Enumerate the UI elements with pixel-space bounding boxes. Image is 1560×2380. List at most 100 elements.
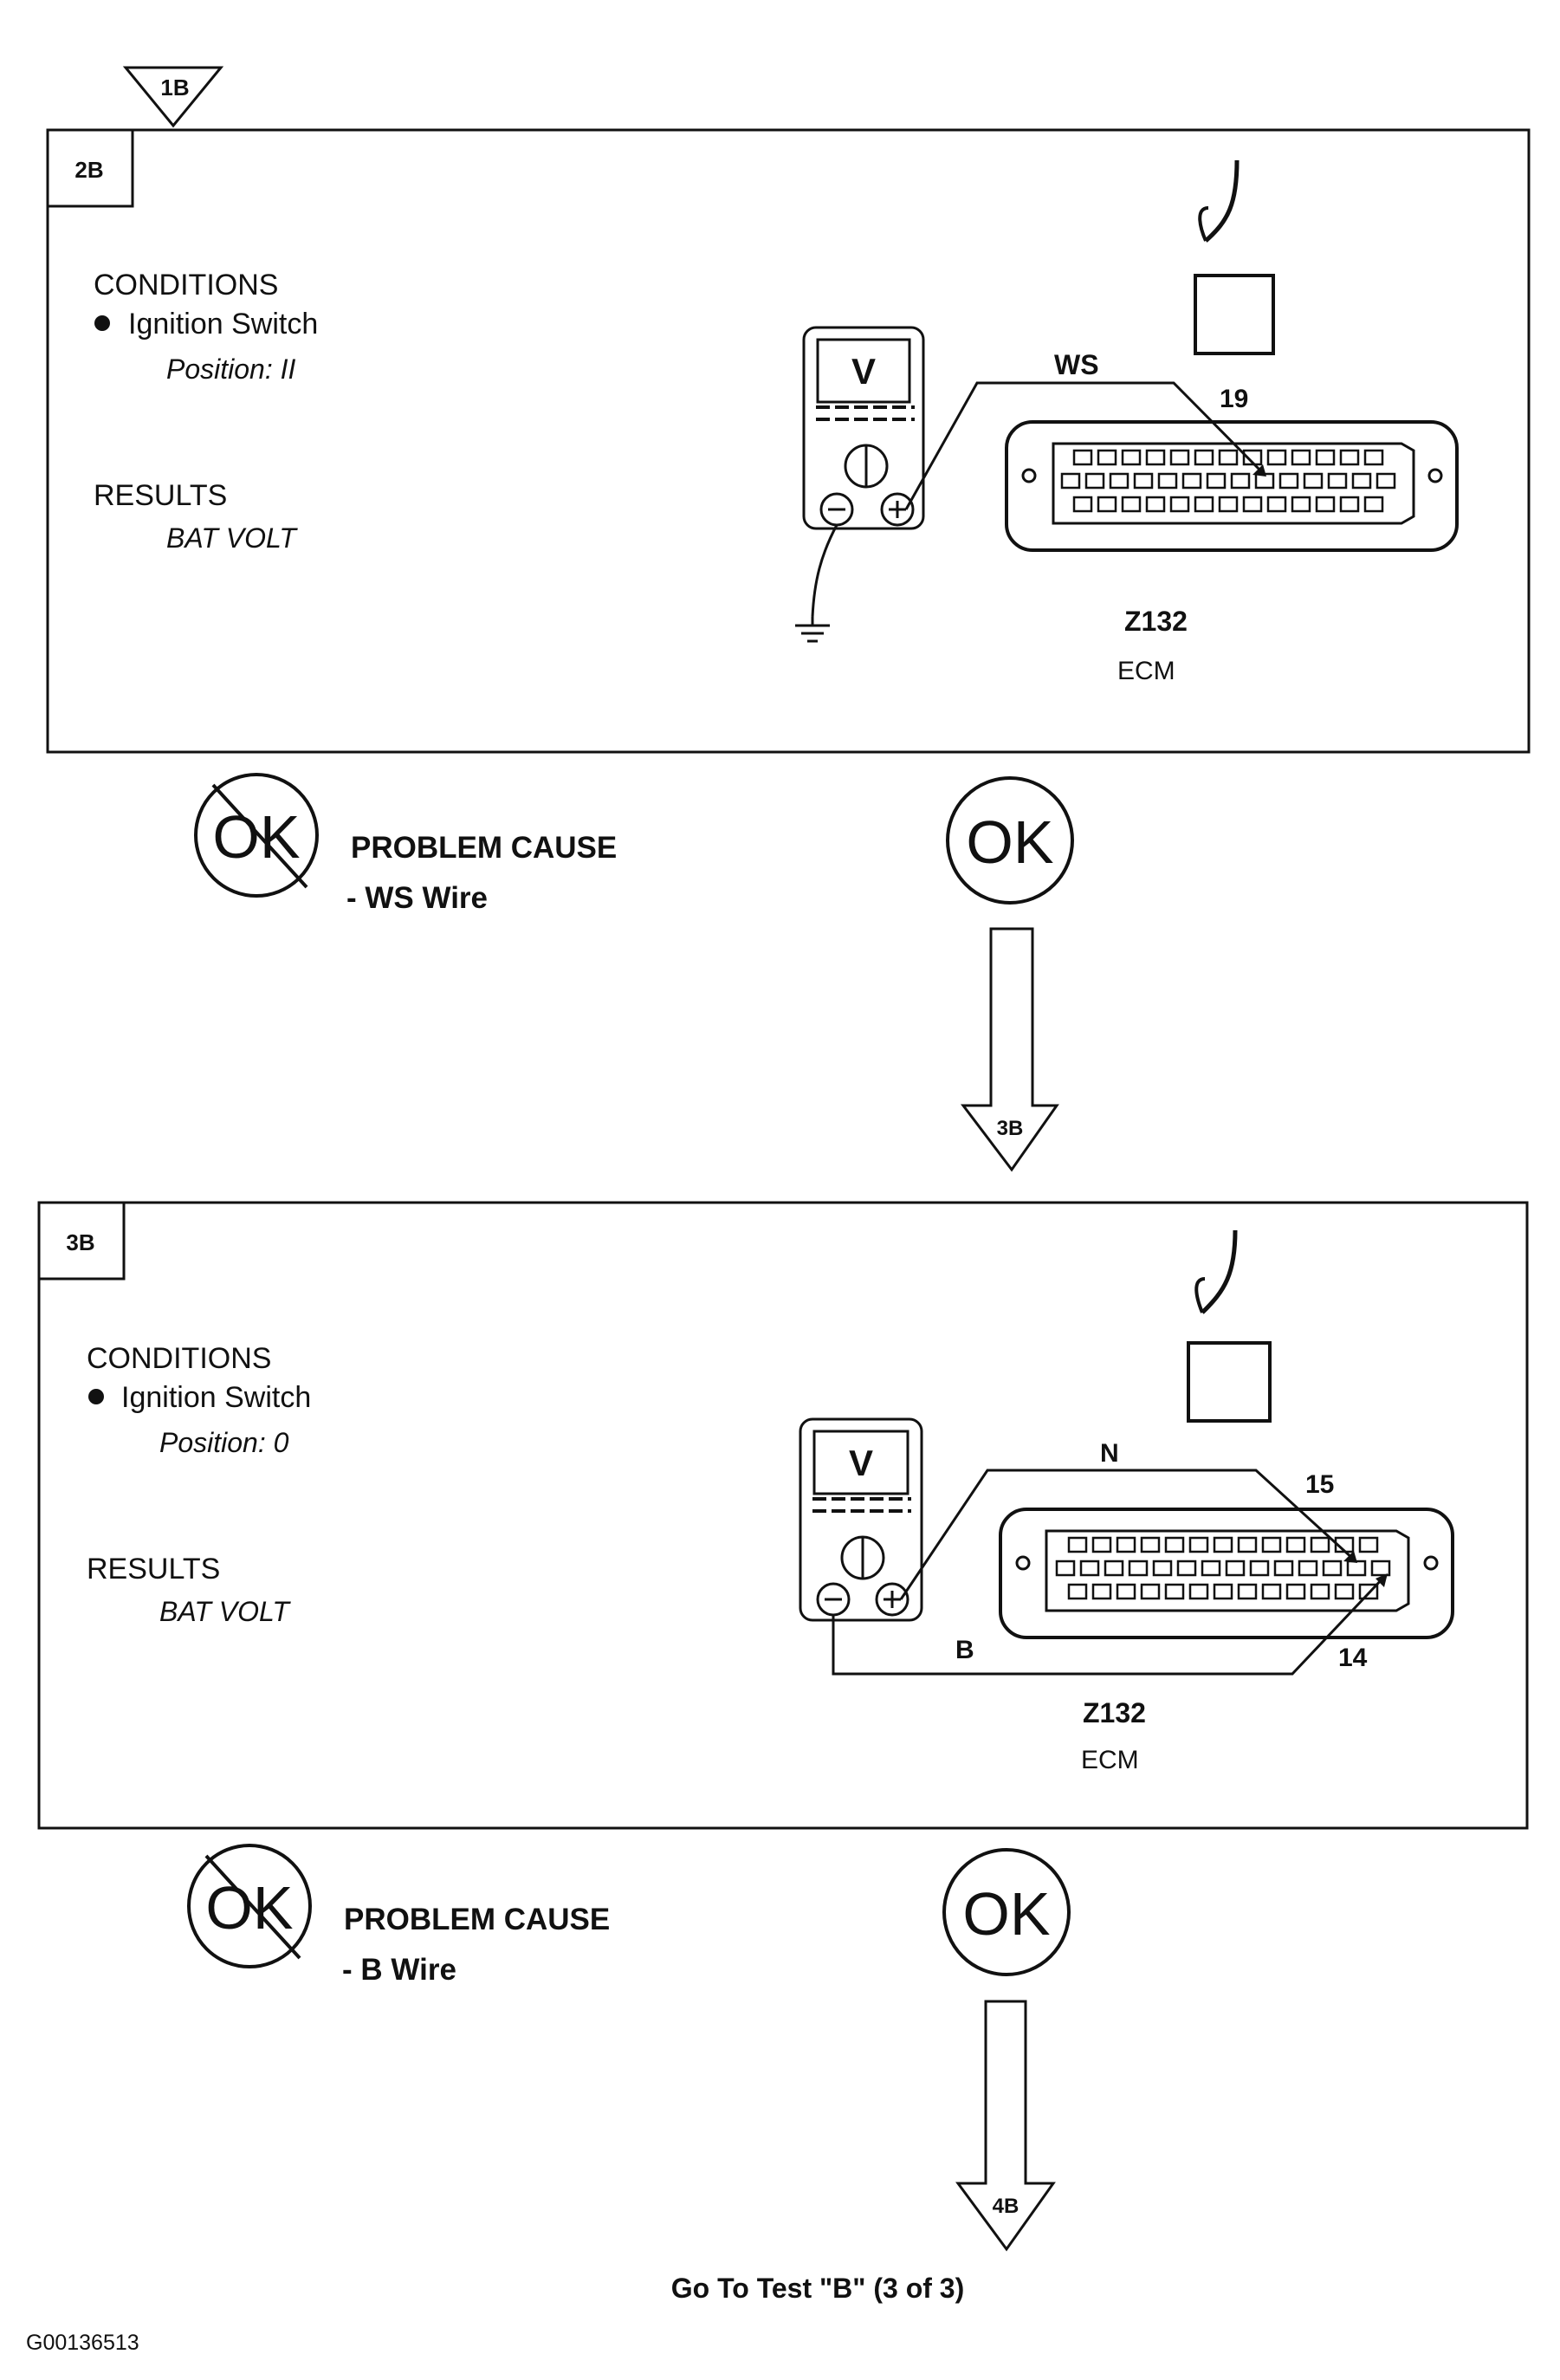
connector-pin <box>1060 472 1081 490</box>
outcome-not-ok-3b: OK PROBLEM CAUSE - B Wire <box>187 1844 610 1987</box>
connector-pin <box>1188 1583 1209 1600</box>
connector-pin <box>1249 1560 1270 1577</box>
connector-pin <box>1370 1560 1391 1577</box>
step-id-label: 3B <box>66 1229 94 1255</box>
connector-pin <box>1067 1583 1088 1600</box>
ignition-key-icon <box>1187 1229 1272 1423</box>
outcome-not-ok-2b: OK PROBLEM CAUSE - WS Wire <box>194 773 617 915</box>
connector-pin <box>1278 472 1299 490</box>
connector-pin <box>1169 449 1190 466</box>
connector-pin <box>1358 1536 1379 1553</box>
connector-pin <box>1298 1560 1318 1577</box>
strike-icon <box>211 783 308 889</box>
connector-pin <box>1140 1536 1161 1553</box>
connector-pin <box>1055 1560 1076 1577</box>
connector-pin <box>1133 472 1154 490</box>
connector-pin <box>1157 472 1178 490</box>
connector-pin <box>1072 496 1093 513</box>
connector-pin <box>1273 1560 1294 1577</box>
wire-arrow-icon <box>1376 1573 1388 1587</box>
pin-label-15: 15 <box>1305 1470 1334 1499</box>
ecm-connector <box>999 1508 1454 1639</box>
condition-item: Ignition Switch <box>121 1381 311 1414</box>
connector-pin <box>1346 1560 1367 1577</box>
problem-heading: PROBLEM CAUSE <box>351 831 617 865</box>
wire-b <box>832 1575 1386 1676</box>
connector-pin <box>1206 472 1227 490</box>
not-ok-label: OK <box>212 803 300 871</box>
condition-item: Ignition Switch <box>128 308 318 340</box>
connector-pin <box>1237 1583 1258 1600</box>
results-heading: RESULTS <box>87 1553 220 1586</box>
connector-pin <box>1164 1583 1185 1600</box>
connector-pin <box>1261 1583 1282 1600</box>
ignition-key-icon <box>1194 159 1275 355</box>
connector-pin <box>1067 1536 1088 1553</box>
connector-pin <box>1315 496 1336 513</box>
voltmeter-label: V <box>849 1443 873 1483</box>
connector-pin <box>1339 449 1360 466</box>
connector-pin <box>1327 472 1348 490</box>
connector-pin <box>1091 1536 1112 1553</box>
voltmeter-label: V <box>851 351 876 392</box>
connector-pin <box>1310 1536 1330 1553</box>
connector-pin <box>1188 1536 1209 1553</box>
connector-pin <box>1358 1583 1379 1600</box>
component-code: Z132 <box>1124 606 1188 637</box>
wire-label-n: N <box>1100 1439 1119 1468</box>
connector-pin <box>1109 472 1130 490</box>
entry-marker-label: 1B <box>160 75 189 101</box>
step-id-label: 2B <box>74 157 103 183</box>
wire-arrow-icon <box>1253 464 1266 477</box>
connector-pin <box>1164 1536 1185 1553</box>
connector-pin <box>1145 449 1166 466</box>
connector-pin <box>1291 449 1311 466</box>
next-arrow-4b: 4B <box>955 2000 1056 2252</box>
pin-label-19: 19 <box>1220 385 1248 413</box>
connector-pin <box>1097 496 1117 513</box>
connector-pin <box>1201 1560 1221 1577</box>
outcome-ok-3b: OK <box>942 1848 1071 1976</box>
step-panel-border <box>37 1201 1529 1830</box>
condition-value: Position: 0 <box>159 1427 289 1458</box>
not-ok-circle-icon <box>194 773 319 898</box>
connector-pin <box>1291 496 1311 513</box>
bullet-icon <box>94 315 110 331</box>
conditions-heading: CONDITIONS <box>87 1342 271 1375</box>
figure-id: G00136513 <box>26 2331 139 2355</box>
result-value: BAT VOLT <box>166 522 298 554</box>
component-name: ECM <box>1081 1746 1139 1774</box>
bullet-icon <box>88 1389 104 1404</box>
connector-pin <box>1230 472 1251 490</box>
result-value: BAT VOLT <box>159 1596 291 1627</box>
footer-goto-text: Go To Test "B" (3 of 3) <box>671 2273 964 2304</box>
connector-pin <box>1079 1560 1100 1577</box>
wire-n <box>899 1469 1356 1600</box>
connector-pin <box>1261 1536 1282 1553</box>
connector-pin <box>1097 449 1117 466</box>
component-name: ECM <box>1117 657 1175 685</box>
step-id-box <box>46 128 134 208</box>
wire-label-b: B <box>955 1636 974 1664</box>
problem-item: - B Wire <box>342 1953 456 1987</box>
connector-pin <box>1363 449 1384 466</box>
ok-circle-icon <box>942 1848 1071 1976</box>
connector-pin <box>1213 1536 1233 1553</box>
wire-label-ws: WS <box>1054 349 1099 380</box>
connector-pin <box>1121 449 1142 466</box>
connector-pin <box>1116 1583 1136 1600</box>
outcome-ok-2b: OK <box>946 776 1074 905</box>
connector-pin <box>1285 1583 1306 1600</box>
next-marker-label: 3B <box>997 1117 1024 1140</box>
connector-pin <box>1194 496 1214 513</box>
connector-pin <box>1315 449 1336 466</box>
next-arrow-3b: 3B <box>960 927 1059 1172</box>
ground-icon <box>795 524 838 643</box>
connector-pin <box>1303 472 1324 490</box>
conditions-heading: CONDITIONS <box>94 269 278 302</box>
not-ok-label: OK <box>205 1874 293 1942</box>
problem-item: - WS Wire <box>346 881 488 915</box>
connector-pin <box>1128 1560 1149 1577</box>
wire-ws <box>904 381 1265 510</box>
